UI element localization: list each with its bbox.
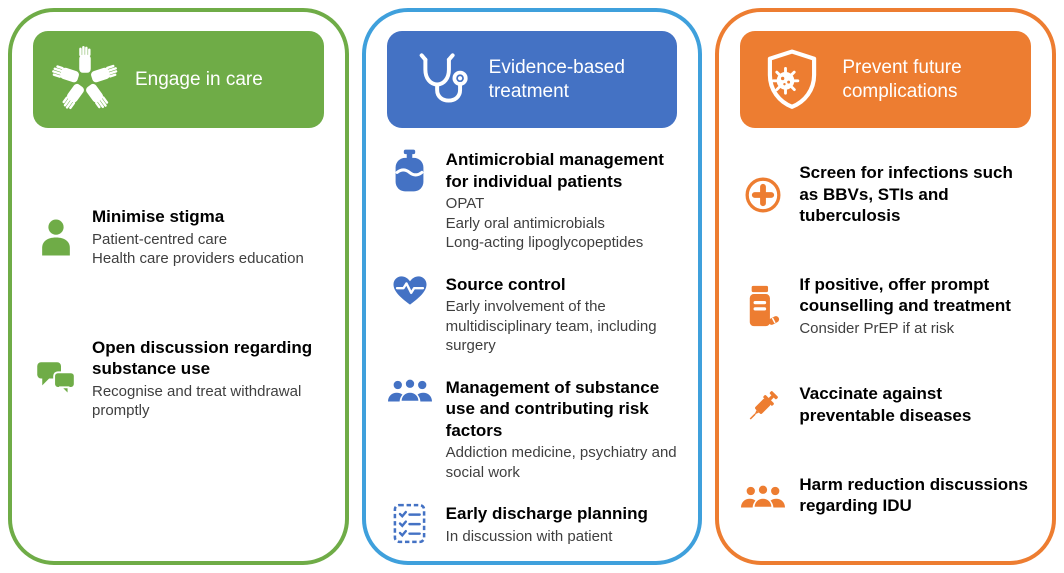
list-item: Open discussion regarding substance use … [33,337,324,421]
item-title: Antimicrobial management for individual … [445,150,664,191]
item-subtext: Health care providers education [92,250,304,268]
item-subtext: Early oral antimicrobials [445,214,605,232]
column-evidence-based-treatment: Evidence-based treatment Antimicrobial m… [361,8,703,565]
people-group-icon [387,377,433,404]
item-title: Open discussion regarding substance use [92,337,313,379]
item-title: Screen for infections such as BBVs, STIs… [799,163,1013,226]
item-subtext: Long-acting lipoglycopeptides [445,234,644,252]
list-item: If positive, offer prompt counselling an… [740,274,1031,339]
teamwork-hands-icon [47,44,123,116]
list-item: Management of substance use and contribu… [387,377,678,483]
medical-cross-icon [740,176,786,214]
item-title: Harm reduction discussions regarding IDU [799,474,1028,516]
list-item: Screen for infections such as BBVs, STIs… [740,162,1031,229]
evidence-based-treatment-header: Evidence-based treatment [386,31,678,128]
list-item: Source control Early involvement of the … [387,274,678,356]
item-subtext: In discussion with patient [445,528,613,546]
prevent-future-complications-header: Prevent future complications [740,31,1032,128]
person-icon [33,218,79,257]
list-item: Harm reduction discussions regarding IDU [740,474,1031,519]
item-subtext: Consider PrEP if at risk [799,319,955,337]
item-subtext: Early involvement of the multidisciplina… [445,298,657,355]
item-subtext: Addiction medicine, psychiatry and socia… [445,444,677,481]
item-subtext: Patient-centred care [92,230,228,248]
checklist-icon [387,503,433,544]
pill-bottle-icon [740,285,786,327]
item-title: If positive, offer prompt counselling an… [799,274,1011,316]
list-item: Minimise stigma Patient-centred care Hea… [33,206,324,269]
item-subtext: OPAT [445,195,485,213]
list-item: Vaccinate against preventable diseases [740,383,1031,428]
item-title: Source control [445,274,566,294]
list-item: Antimicrobial management for individual … [387,149,678,253]
iv-bag-icon [387,149,433,192]
heart-pulse-icon [387,274,433,307]
item-title: Minimise stigma [92,207,225,226]
chat-bubbles-icon [33,361,79,397]
column-title: Evidence-based treatment [488,56,625,102]
engage-in-care-header: Engage in care [33,31,324,128]
prevent-future-complications-body: Screen for infections such as BBVs, STIs… [740,128,1031,519]
item-title: Early discharge planning [445,504,648,524]
list-item: Early discharge planning In discussion w… [387,503,678,546]
syringe-icon [740,386,786,426]
engage-in-care-body: Minimise stigma Patient-centred care Hea… [33,128,324,421]
column-title: Prevent future complications [842,56,962,102]
shield-virus-icon [754,47,830,112]
column-prevent-future-complications: Prevent future complications Screen for … [715,8,1057,565]
item-title: Management of substance use and contribu… [445,377,660,440]
stethoscope-icon [401,51,477,108]
item-subtext: Recognise and treat withdrawal promptly [92,382,302,420]
evidence-based-treatment-body: Antimicrobial management for individual … [387,128,678,547]
people-group-icon [740,483,786,510]
column-engage-in-care: Engage in care Minimise stigma Patient-c… [8,8,349,565]
column-title: Engage in care [135,68,263,90]
item-title: Vaccinate against preventable diseases [799,384,972,425]
